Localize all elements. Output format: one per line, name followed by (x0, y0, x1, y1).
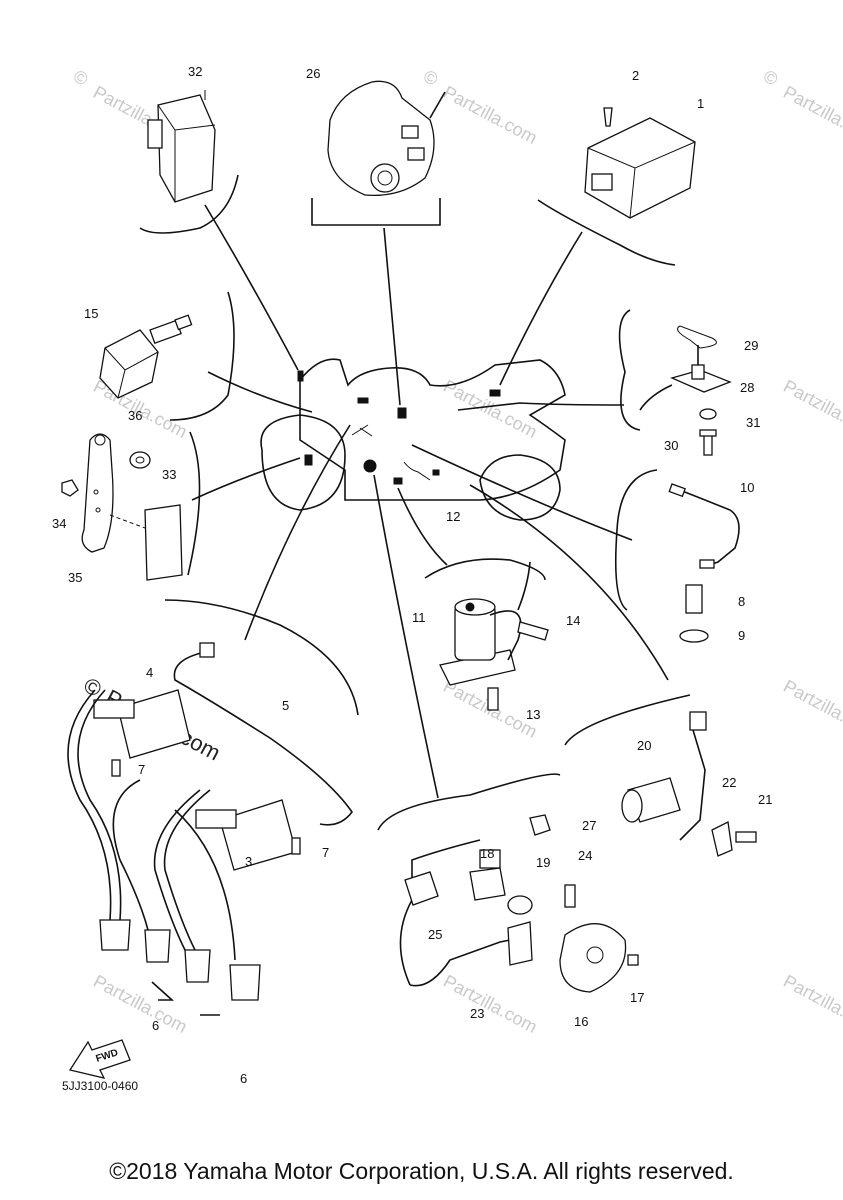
callout-9: 9 (738, 628, 745, 643)
callout-29: 29 (744, 338, 758, 353)
pickup-parts-16-25 (399, 814, 639, 993)
watermark: © (760, 66, 781, 90)
watermark: © (420, 66, 441, 90)
leader-lines (191, 204, 669, 799)
callout-7: 7 (138, 762, 145, 777)
callout-20: 20 (637, 738, 651, 753)
sensor-part-15 (99, 314, 193, 399)
starter-parts-11-14 (439, 561, 549, 711)
callout-34: 34 (52, 516, 66, 531)
callout-13: 13 (526, 707, 540, 722)
watermark: Partzilla.com (780, 676, 843, 742)
callout-28: 28 (740, 380, 754, 395)
motorcycle-outline (260, 358, 566, 521)
watermarks: © Partzilla.com © Partzilla.com © Partzi… (70, 66, 843, 1037)
watermark: Partzilla.com (780, 971, 843, 1037)
callout-15: 15 (84, 306, 98, 321)
watermark: Partzilla.com (90, 971, 190, 1037)
plug-lead-parts-6 (67, 689, 261, 1016)
group-brackets (139, 174, 691, 831)
component-marker (489, 389, 501, 397)
callout-36: 36 (128, 408, 142, 423)
callout-1: 1 (697, 96, 704, 111)
watermark-dark: © (80, 672, 106, 702)
component-marker (297, 370, 304, 382)
callout-30: 30 (664, 438, 678, 453)
callout-11: 11 (412, 610, 426, 625)
callout-10: 10 (740, 480, 754, 495)
component-marker (357, 397, 369, 404)
diagram-code: 5JJ3100-0460 (62, 1079, 138, 1093)
copyright-notice: ©2018 Yamaha Motor Corporation, U.S.A. A… (109, 1158, 734, 1184)
callout-27: 27 (582, 818, 596, 833)
callout-35: 35 (68, 570, 82, 585)
callout-16: 16 (574, 1014, 588, 1029)
watermark: © (70, 66, 91, 90)
ecu-part-1 (584, 107, 696, 219)
callout-24: 24 (578, 848, 592, 863)
switch-parts-28-31 (639, 325, 732, 456)
callout-33: 33 (162, 467, 176, 482)
callout-23: 23 (470, 1006, 484, 1021)
watermark: Partzilla.com (440, 376, 540, 442)
callout-17: 17 (630, 990, 644, 1005)
callout-5: 5 (282, 698, 289, 713)
fwd-arrow-icon: FWD (68, 1039, 131, 1079)
callout-21: 21 (758, 792, 772, 807)
callout-22: 22 (722, 775, 736, 790)
component-marker (304, 454, 313, 466)
watermark: Partzilla.com (440, 82, 540, 148)
watermark: Partzilla.com (780, 376, 843, 442)
callout-7: 7 (322, 845, 329, 860)
callout-6: 6 (152, 1018, 159, 1033)
plug-parts-8-10 (668, 483, 740, 643)
component-marker (393, 477, 403, 485)
callout-2: 2 (632, 68, 639, 83)
component-marker (363, 459, 377, 473)
watermark: Partzilla.com (440, 971, 540, 1037)
callout-26: 26 (306, 66, 320, 81)
bracket-parts-33-36 (61, 433, 183, 581)
callout-labels: 1234566778910111213141516171819202122232… (52, 64, 772, 1086)
callout-32: 32 (188, 64, 202, 79)
callout-19: 19 (536, 855, 550, 870)
callout-25: 25 (428, 927, 442, 942)
watermark: Partzilla.com (780, 82, 843, 148)
callout-8: 8 (738, 594, 745, 609)
coil-parts-3-7 (93, 642, 353, 871)
callout-6: 6 (240, 1071, 247, 1086)
component-marker (397, 407, 407, 419)
callout-14: 14 (566, 613, 580, 628)
callout-18: 18 (480, 846, 494, 861)
callout-12: 12 (446, 509, 460, 524)
sensor-part-26 (327, 80, 446, 197)
relay-part-32 (147, 90, 216, 203)
callout-4: 4 (146, 665, 153, 680)
component-marker (432, 469, 440, 476)
callout-31: 31 (746, 415, 760, 430)
speed-sensor-parts-20-22 (621, 711, 757, 857)
callout-3: 3 (245, 854, 252, 869)
